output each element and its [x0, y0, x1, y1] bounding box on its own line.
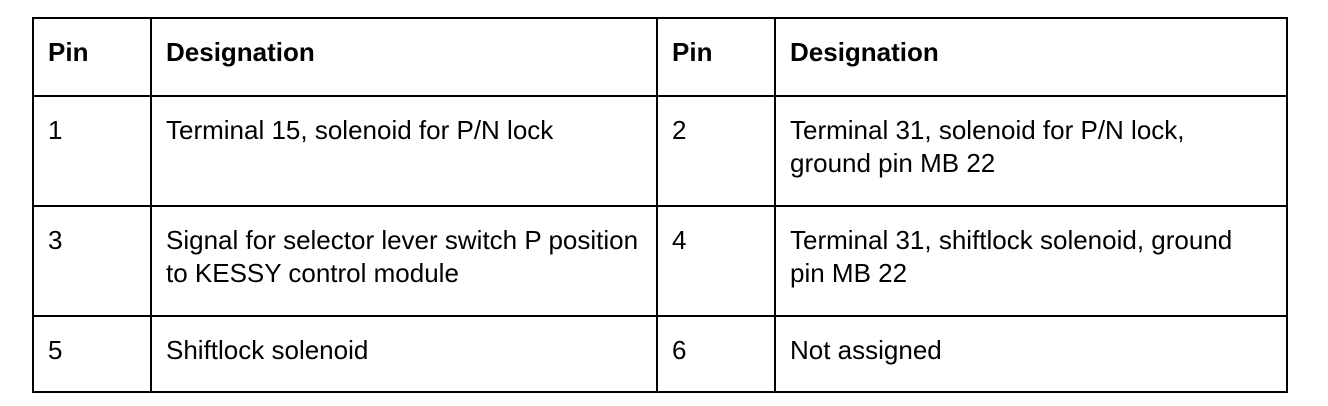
pin-number-cell: 1 [32, 95, 152, 207]
pin-number-cell: 4 [656, 205, 776, 317]
header-designation-right: Designation [774, 17, 1288, 97]
header-pin-left: Pin [32, 17, 152, 97]
pin-number-cell: 6 [656, 315, 776, 393]
designation-cell: Not assigned [774, 315, 1288, 393]
pin-assignment-table: Pin Designation Pin Designation 1 Termin… [32, 17, 1288, 393]
designation-cell: Signal for selector lever switch P posit… [150, 205, 658, 317]
designation-cell: Terminal 15, solenoid for P/N lock [150, 95, 658, 207]
designation-cell: Terminal 31, shiftlock solenoid, ground … [774, 205, 1288, 317]
table-row: 3 Signal for selector lever switch P pos… [32, 205, 1288, 317]
table-header-row: Pin Designation Pin Designation [32, 17, 1288, 97]
header-pin-right: Pin [656, 17, 776, 97]
table-row: 5 Shiftlock solenoid 6 Not assigned [32, 315, 1288, 393]
pin-number-cell: 2 [656, 95, 776, 207]
designation-cell: Shiftlock solenoid [150, 315, 658, 393]
header-designation-left: Designation [150, 17, 658, 97]
pin-number-cell: 3 [32, 205, 152, 317]
designation-cell: Terminal 31, solenoid for P/N lock, grou… [774, 95, 1288, 207]
pin-number-cell: 5 [32, 315, 152, 393]
table-row: 1 Terminal 15, solenoid for P/N lock 2 T… [32, 95, 1288, 207]
